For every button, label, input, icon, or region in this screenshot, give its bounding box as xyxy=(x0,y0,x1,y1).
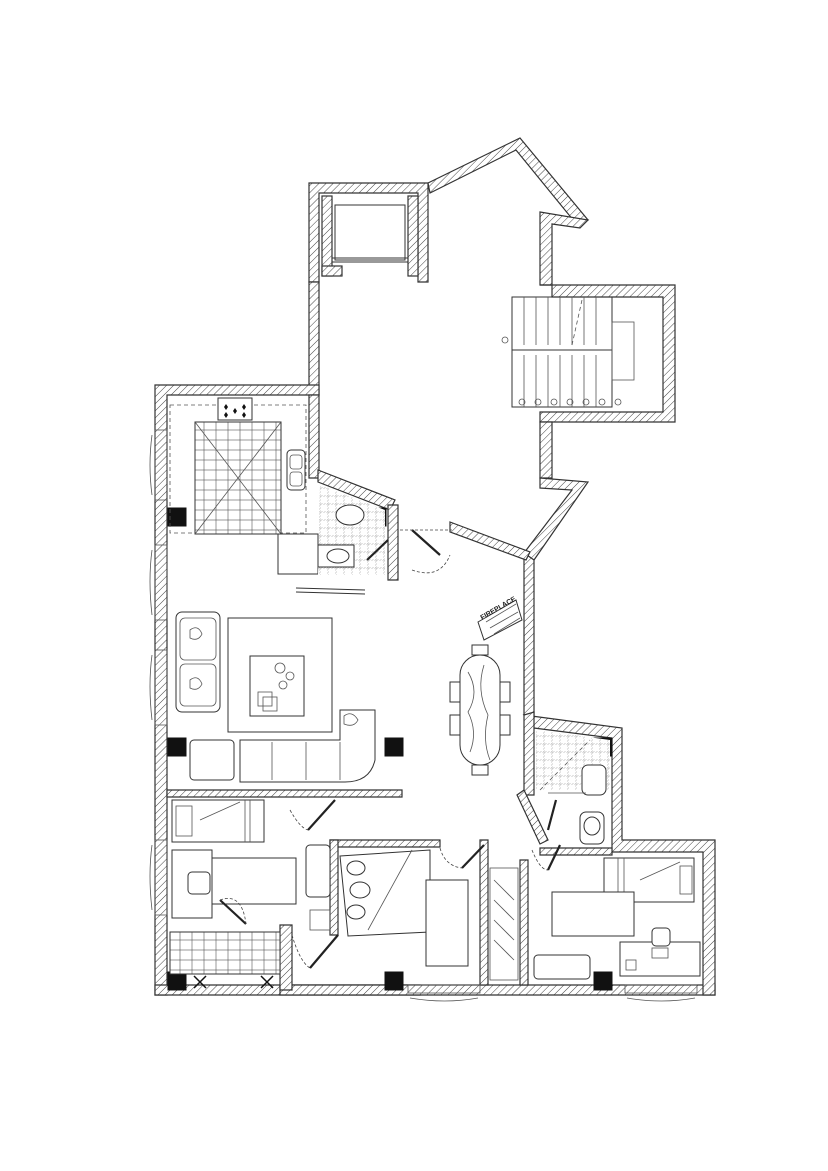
elevator xyxy=(321,195,419,277)
rug xyxy=(211,857,297,905)
balcony-tiles xyxy=(169,931,281,975)
ensuite-bathroom xyxy=(536,730,610,845)
basin-icon xyxy=(335,504,365,526)
doors xyxy=(219,529,561,969)
column xyxy=(167,737,187,757)
bed xyxy=(171,799,265,843)
sofa xyxy=(175,611,221,713)
fireplace: FIREPLACE xyxy=(477,596,523,641)
wardrobe xyxy=(305,844,331,898)
chair xyxy=(449,714,461,736)
chair xyxy=(471,764,489,776)
guest-wc xyxy=(317,485,385,575)
bedroom-2 xyxy=(339,849,519,981)
armchair xyxy=(189,739,235,781)
column xyxy=(593,971,613,991)
desk xyxy=(619,941,701,977)
dining-table xyxy=(459,654,501,766)
bedroom-3 xyxy=(533,857,701,980)
column xyxy=(167,971,187,991)
column xyxy=(167,507,187,527)
bedroom-1 xyxy=(169,799,331,989)
sink-icon xyxy=(286,449,306,491)
rug xyxy=(551,891,635,937)
dining-area xyxy=(449,644,511,776)
basin-icon xyxy=(581,764,607,796)
column xyxy=(384,971,404,991)
chair xyxy=(471,644,489,656)
rug xyxy=(425,879,469,967)
sectional-sofa xyxy=(239,709,376,783)
column xyxy=(384,737,404,757)
staircase xyxy=(501,296,635,408)
chair xyxy=(499,681,511,703)
living-room xyxy=(175,611,376,783)
chair xyxy=(499,714,511,736)
dresser xyxy=(533,954,591,980)
chair xyxy=(449,681,461,703)
kitchen xyxy=(169,397,366,595)
windows xyxy=(149,429,698,1002)
desk-chair xyxy=(651,927,671,947)
desk-chair xyxy=(187,871,211,895)
